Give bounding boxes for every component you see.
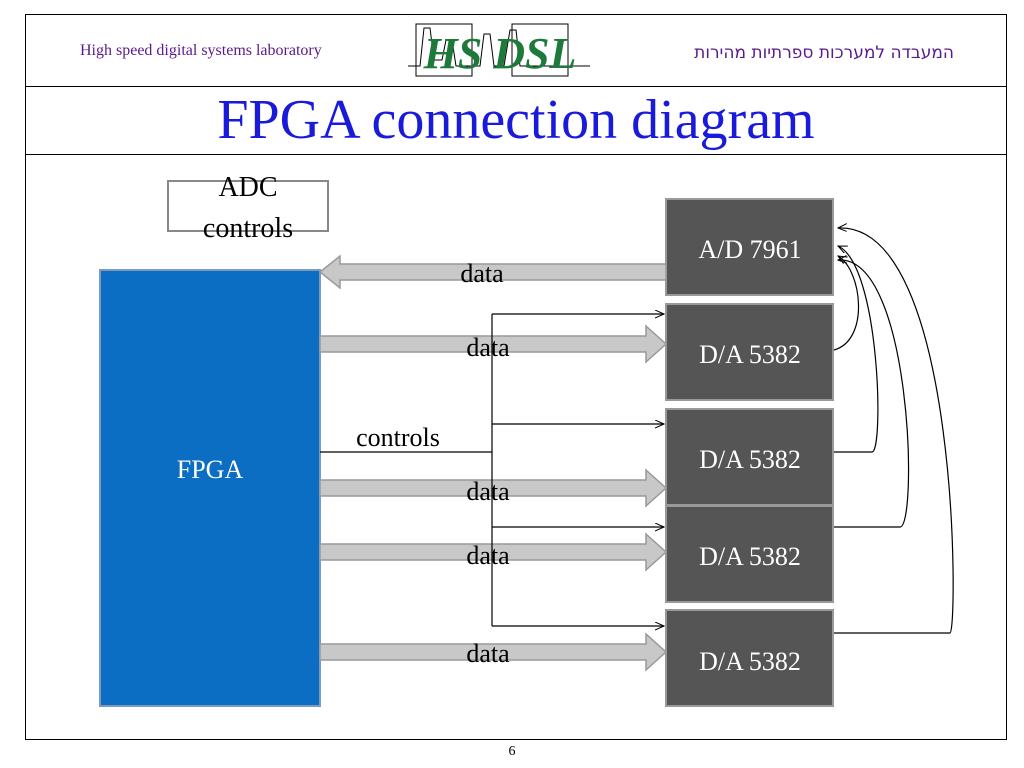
- data-arrow-adc: [318, 254, 667, 290]
- dac-chip-3-label: D/A 5382: [699, 542, 801, 571]
- header-left-text: High speed digital systems laboratory: [80, 42, 322, 59]
- data-label-5: data: [466, 639, 510, 668]
- page-number: 6: [508, 744, 516, 759]
- dac-chip-4-label: D/A 5382: [699, 647, 801, 676]
- adc-controls-box: [167, 180, 329, 232]
- adc-chip: [665, 198, 834, 296]
- controls-label: controls: [356, 423, 440, 452]
- data-arrow-dac-1: [319, 324, 668, 364]
- data-label-2: data: [466, 333, 510, 362]
- data-arrow-dac-4: [319, 632, 668, 672]
- data-arrow-dac-3: [319, 532, 668, 572]
- data-label-1: data: [460, 259, 504, 288]
- data-label-4: data: [466, 541, 510, 570]
- header-divider: [25, 86, 1007, 87]
- dac-chip-3: [665, 505, 834, 603]
- adc-controls-label-line2: controls: [203, 213, 293, 244]
- feedback-dac-1: [833, 256, 860, 351]
- feedback-dac-3: [834, 260, 910, 528]
- slide-frame: [25, 14, 1007, 740]
- fpga-block: [99, 269, 321, 707]
- feedback-dac-4: [834, 228, 954, 634]
- hsdsl-logo: HS DSL: [408, 23, 590, 78]
- page-title: FPGA connection diagram: [217, 89, 815, 151]
- data-label-3: data: [466, 477, 510, 506]
- data-arrow-dac-2: [319, 468, 668, 508]
- dac-chip-2: [665, 408, 834, 506]
- dac-chip-4: [665, 609, 834, 707]
- adc-controls-label-line1: ADC: [218, 172, 277, 203]
- title-divider: [25, 154, 1007, 155]
- fpga-label: FPGA: [177, 455, 244, 484]
- adc-chip-label: A/D 7961: [698, 235, 801, 264]
- dac-chip-2-label: D/A 5382: [699, 445, 801, 474]
- dac-chip-1-label: D/A 5382: [699, 340, 801, 369]
- feedback-dac-2: [834, 245, 879, 453]
- dac-chip-1: [665, 303, 834, 401]
- header-right-text: המעבדה למערכות ספרתיות מהירות: [694, 43, 954, 63]
- logo-text: HS DSL: [423, 29, 577, 78]
